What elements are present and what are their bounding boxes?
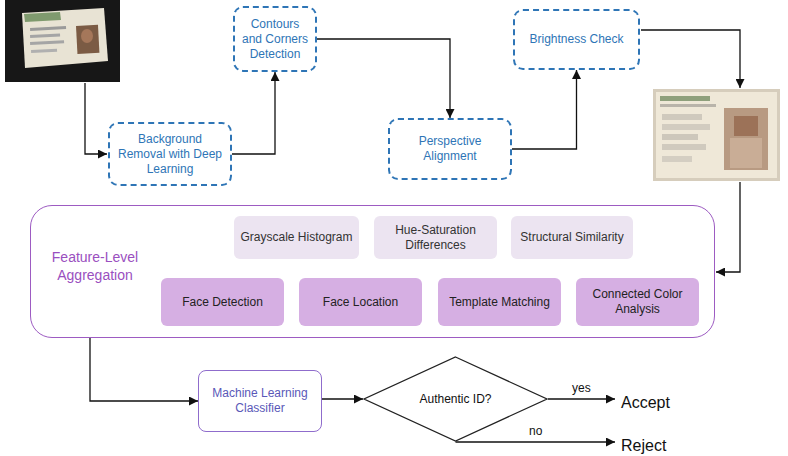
feature-box: Template Matching bbox=[438, 278, 561, 326]
node-label: Accept bbox=[621, 393, 670, 412]
group-title: Feature-Level Aggregation bbox=[41, 248, 149, 284]
photo-background bbox=[5, 0, 120, 82]
node-label: Perspective Alignment bbox=[395, 134, 505, 164]
flow-arrow bbox=[90, 338, 198, 401]
process-box: Background Removal with Deep Learning bbox=[108, 122, 232, 186]
id-card bbox=[22, 8, 108, 68]
edge-label: no bbox=[527, 424, 544, 438]
node-label: Face Location bbox=[323, 295, 398, 310]
feature-box: Hue-Saturation Differences bbox=[374, 216, 497, 259]
card-line bbox=[662, 124, 710, 130]
flow-arrow bbox=[317, 39, 450, 118]
feature-box: Connected Color Analysis bbox=[576, 278, 699, 326]
diamond-shape bbox=[364, 357, 547, 441]
card-line bbox=[662, 156, 692, 162]
node-label: Connected Color Analysis bbox=[582, 287, 693, 317]
feature-box: Grayscale Histogram bbox=[234, 216, 359, 259]
node-label: Background Removal with Deep Learning bbox=[115, 132, 225, 177]
id-card bbox=[656, 92, 777, 178]
node-label: Template Matching bbox=[449, 295, 550, 310]
card-face bbox=[76, 25, 99, 54]
card-header bbox=[660, 96, 710, 101]
process-box: Contours and Corners Detection bbox=[233, 6, 317, 72]
aligned-id-photo bbox=[653, 89, 780, 181]
card-line bbox=[660, 104, 716, 107]
input-id-photo bbox=[5, 0, 120, 82]
photo-background bbox=[653, 89, 780, 181]
feature-box: Structural Similarity bbox=[511, 216, 633, 259]
flow-arrow bbox=[641, 30, 740, 88]
node-label: Hue-Saturation Differences bbox=[380, 223, 491, 253]
card-line bbox=[30, 26, 66, 31]
card-line bbox=[662, 114, 702, 120]
card-face bbox=[724, 108, 768, 170]
outcome-node: Accept bbox=[615, 387, 687, 419]
card-face-head bbox=[81, 29, 93, 43]
flow-arrow bbox=[85, 83, 107, 154]
flow-arrow bbox=[456, 441, 616, 442]
process-box: Perspective Alignment bbox=[388, 118, 512, 180]
classifier-box: Machine Learning Classifier bbox=[198, 370, 322, 432]
node-label: Machine Learning Classifier bbox=[205, 386, 315, 416]
flow-arrow bbox=[548, 398, 615, 399]
node-label: Authentic ID? bbox=[419, 392, 491, 407]
node-label: Grayscale Histogram bbox=[240, 230, 352, 245]
flow-arrow bbox=[232, 72, 275, 154]
card-line bbox=[30, 33, 60, 38]
flow-arrow bbox=[322, 398, 363, 399]
node-label: Structural Similarity bbox=[520, 230, 623, 245]
outcome-node: Reject bbox=[615, 430, 687, 456]
feature-box: Face Location bbox=[299, 278, 422, 326]
card-line bbox=[662, 144, 706, 150]
card-line bbox=[30, 40, 64, 45]
feature-box: Face Detection bbox=[161, 278, 284, 326]
node-label: Reject bbox=[621, 436, 666, 455]
edge-label: yes bbox=[570, 381, 593, 395]
flow-arrow bbox=[716, 182, 740, 272]
flow-arrow bbox=[512, 70, 577, 149]
card-face-block bbox=[734, 116, 758, 136]
group-box: Feature-Level Aggregation Grayscale Histo… bbox=[30, 205, 715, 338]
card-line bbox=[662, 134, 698, 140]
card-header bbox=[24, 12, 61, 22]
node-label: Face Detection bbox=[182, 295, 263, 310]
process-box: Brightness Check bbox=[513, 9, 640, 70]
card-line bbox=[31, 49, 57, 53]
node-label: Contours and Corners Detection bbox=[240, 17, 310, 62]
decision-diamond: Authentic ID? bbox=[363, 356, 548, 442]
node-label: Brightness Check bbox=[529, 32, 623, 47]
card-face-block bbox=[730, 138, 762, 168]
